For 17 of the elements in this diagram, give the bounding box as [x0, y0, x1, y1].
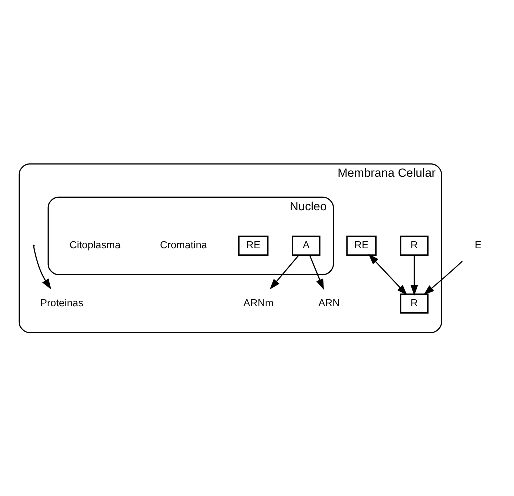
node-box: R: [400, 235, 429, 256]
arrow: [424, 260, 463, 295]
arrow: [270, 254, 300, 290]
node-box: A: [292, 235, 321, 256]
label: Cromatina: [160, 240, 208, 252]
arrow: [33, 246, 52, 290]
node-text: ARN: [318, 298, 340, 309]
arrow: [309, 254, 324, 290]
node-text: Proteinas: [40, 298, 84, 309]
arrow: [410, 254, 418, 296]
node-box: R: [400, 293, 429, 314]
node-text: E: [474, 240, 482, 252]
node-box: RE: [238, 235, 269, 256]
node-text: ARNm: [244, 298, 274, 309]
arrow: [368, 254, 408, 296]
label: Citoplasma: [70, 240, 121, 252]
node-box: RE: [346, 235, 377, 256]
